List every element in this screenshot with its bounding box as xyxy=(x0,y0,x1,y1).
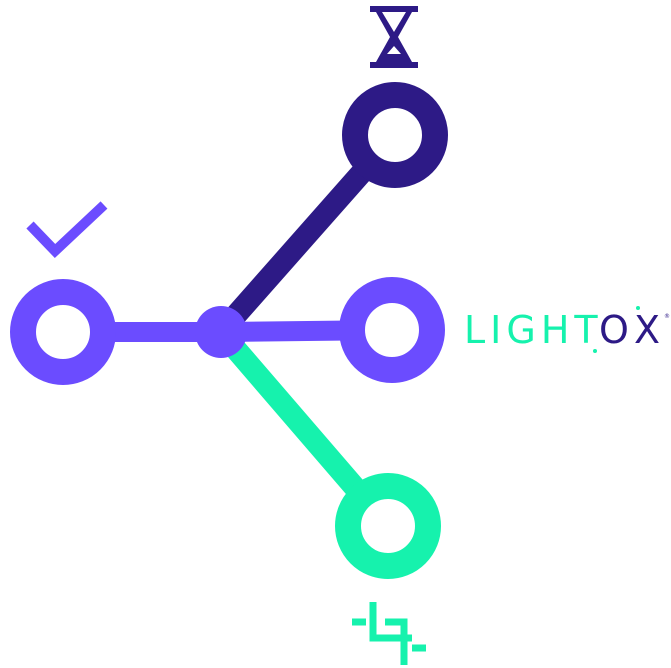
center-hub-node xyxy=(195,306,247,358)
logo-text-light: LIGHT xyxy=(464,308,603,352)
logo-text-o: O xyxy=(599,308,634,352)
left-node-ring xyxy=(10,279,116,385)
logo-text-x: X xyxy=(634,308,665,352)
logo-registered-mark: ® xyxy=(664,313,670,320)
hourglass-icon xyxy=(370,6,418,68)
bottom-node-ring xyxy=(335,473,441,579)
lightox-logo: LIGHT O X ® xyxy=(464,306,670,353)
checkmark-icon xyxy=(26,201,108,259)
crop-icon xyxy=(352,602,426,665)
right-node-ring xyxy=(339,277,445,383)
logo-orbit-dot-top xyxy=(636,306,640,310)
top-node-ring xyxy=(342,82,448,188)
logo-orbit-dot-bottom xyxy=(593,349,597,353)
